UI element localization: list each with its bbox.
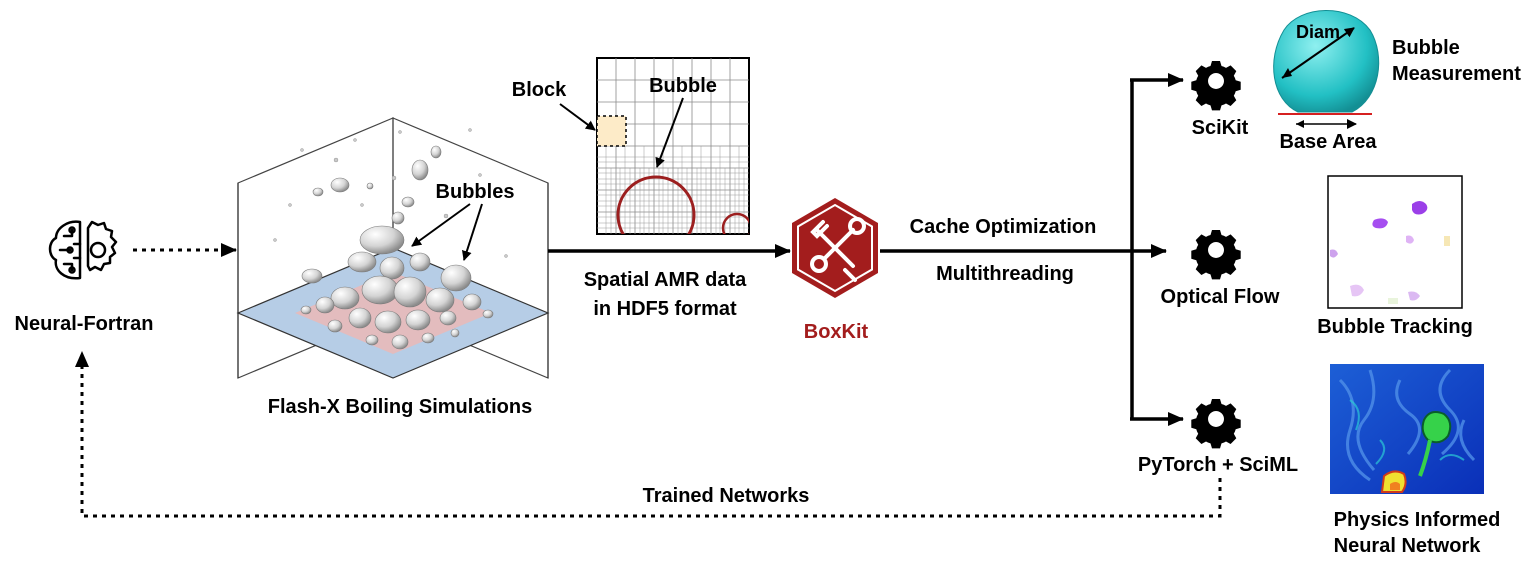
trained-networks-label: Trained Networks [643,485,810,507]
pytorch-sciml-label: PyTorch + SciML [1138,454,1298,476]
neural-fortran-label: Neural-Fortran [15,313,154,335]
pinn-field-panel [1330,364,1484,494]
bubble-pointer [655,97,684,168]
bubbles-label: Bubbles [436,181,515,203]
amr-data-label-2: in HDF5 format [593,298,737,320]
bubble-measurement-label-2: Measurement [1392,63,1521,85]
pytorch-gear-icon [1191,399,1241,449]
multithreading-label: Multithreading [936,263,1074,285]
amr-mesh-panel [596,57,750,235]
bubble-measurement-label-1: Bubble [1392,37,1460,59]
pinn-label-2: Neural Network [1334,535,1482,557]
boxkit-label: BoxKit [804,321,869,343]
brain-gear-icon [48,220,118,280]
flash-x-label: Flash-X Boiling Simulations [268,396,532,418]
bubble-tracking-panel [1327,175,1463,309]
optical-flow-gear-icon [1191,230,1241,280]
block-pointer [559,103,596,131]
base-area-label: Base Area [1279,131,1377,153]
bubble-tracking-label: Bubble Tracking [1317,316,1473,338]
bubble-measurement-figure [1273,10,1380,129]
bubbles-pointer-1 [411,203,471,247]
bubble-label: Bubble [649,75,717,97]
bubbles-pointer-2 [461,203,483,261]
amr-data-label-1: Spatial AMR data [584,269,747,291]
trained-networks-feedback-arrow [75,351,1222,518]
optical-flow-label: Optical Flow [1161,286,1280,308]
highlighted-block [596,115,627,147]
diam-label: Diam [1296,22,1340,42]
cache-optimization-label: Cache Optimization [910,216,1097,238]
block-label: Block [512,79,567,101]
bubble-cluster [300,145,494,350]
scikit-label: SciKit [1192,117,1249,139]
simulation-cube [236,117,550,379]
scikit-gear-icon [1191,61,1241,111]
boxkit-tools-icon [792,198,878,298]
pinn-label-1: Physics Informed [1334,509,1501,531]
